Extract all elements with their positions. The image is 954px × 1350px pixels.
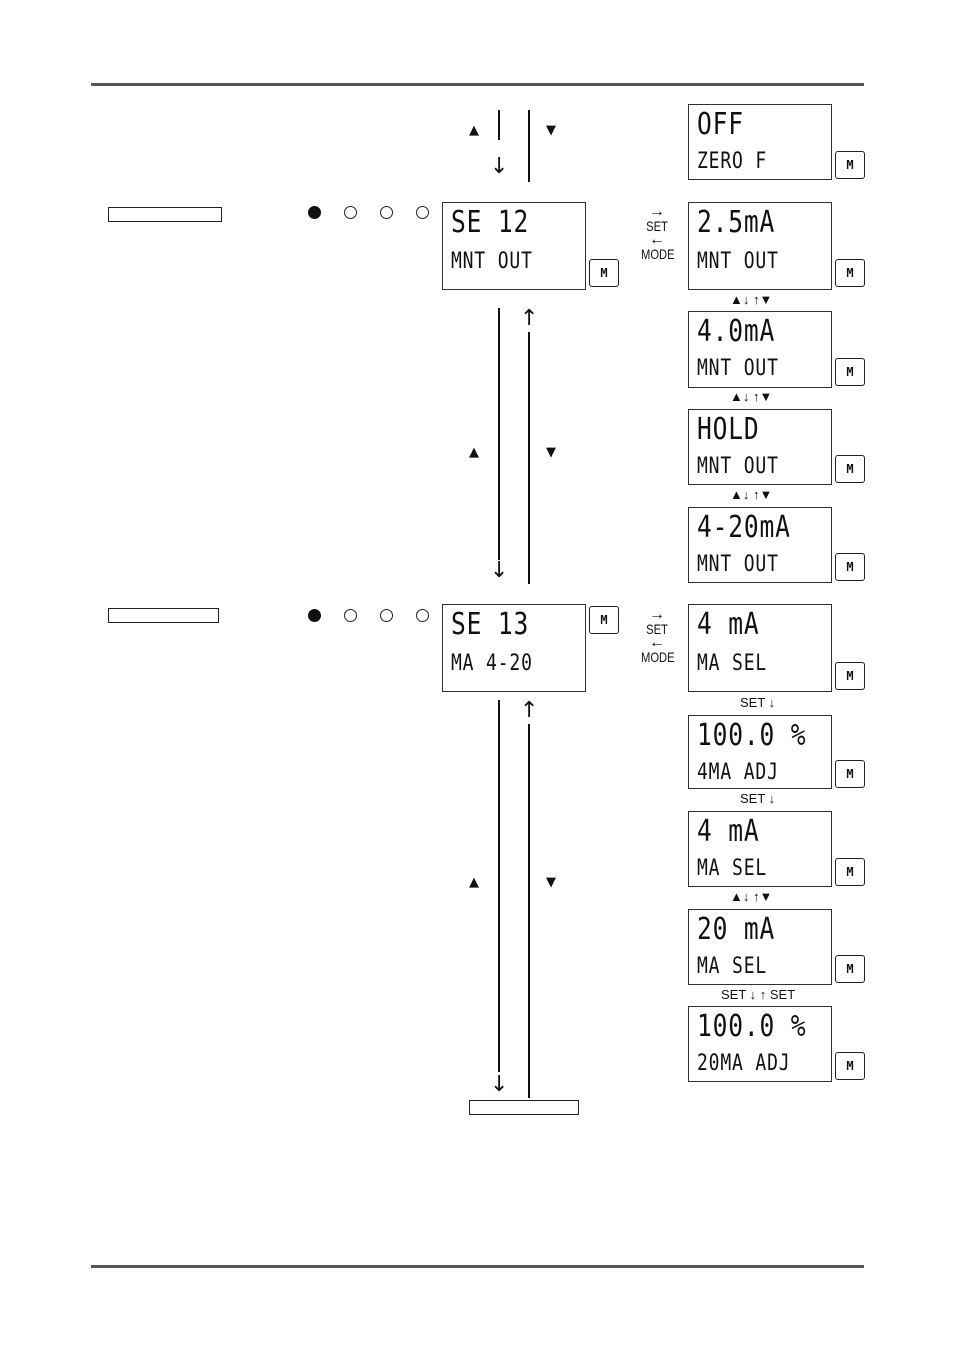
m-button[interactable]: M bbox=[589, 259, 619, 287]
lcd-line1: 4-20mA bbox=[697, 510, 791, 545]
mode-label: MODE bbox=[641, 649, 675, 665]
indicator-dot-empty bbox=[380, 609, 393, 622]
lcd-line1: 100.0 % bbox=[697, 1009, 807, 1044]
lcd-line2: MA SEL bbox=[697, 856, 768, 881]
m-button[interactable]: M bbox=[835, 259, 865, 287]
m-button[interactable]: M bbox=[835, 358, 865, 386]
lcd-line2: ZERO F bbox=[697, 149, 768, 174]
lcd-line2: MNT OUT bbox=[697, 249, 779, 274]
down-arrow: ↓ bbox=[490, 154, 509, 179]
m-button[interactable]: M bbox=[835, 760, 865, 788]
up-arrow: ↑ bbox=[520, 306, 539, 331]
m-button[interactable]: M bbox=[835, 553, 865, 581]
m-button[interactable]: M bbox=[835, 662, 865, 690]
lcd-line1: 20 mA bbox=[697, 912, 776, 947]
lcd-line2: MNT OUT bbox=[697, 356, 779, 381]
set-down-nav: SET ↓ bbox=[740, 695, 776, 710]
lcd-4ma-adj: 100.0 % 4MA ADJ bbox=[688, 715, 832, 789]
triangle-down-icon: ▼ bbox=[546, 445, 556, 460]
triangle-down-icon: ▼ bbox=[546, 875, 556, 890]
bottom-rule bbox=[91, 1265, 864, 1268]
flow-line-right bbox=[528, 332, 530, 584]
triangle-down-icon: ▼ bbox=[546, 123, 556, 138]
lcd-line1: SE 13 bbox=[451, 607, 530, 642]
lcd-line1: HOLD bbox=[697, 412, 760, 447]
m-button[interactable]: M bbox=[589, 606, 619, 634]
lcd-ma-sel-4ma: 4 mA MA SEL bbox=[688, 811, 832, 887]
lcd-ma-sel-20ma: 20 mA MA SEL bbox=[688, 909, 832, 985]
triangle-up-icon: ▲ bbox=[469, 123, 479, 138]
mode-label: MODE bbox=[641, 246, 675, 262]
indicator-dot-empty bbox=[344, 206, 357, 219]
m-button[interactable]: M bbox=[835, 858, 865, 886]
set-label: SET bbox=[646, 621, 668, 637]
lcd-line2: 20MA ADJ bbox=[697, 1051, 791, 1076]
lcd-line1: 4.0mA bbox=[697, 314, 776, 349]
lcd-line1: 4 mA bbox=[697, 814, 760, 849]
indicator-dot-empty bbox=[416, 609, 429, 622]
section-label-box bbox=[108, 207, 222, 222]
up-arrow: ↑ bbox=[520, 698, 539, 723]
down-arrow: ↓ bbox=[490, 1072, 509, 1097]
lcd-20ma-adj: 100.0 % 20MA ADJ bbox=[688, 1006, 832, 1082]
set-updown-nav: SET ↓ ↑ SET bbox=[721, 987, 796, 1002]
lcd-line2: MNT OUT bbox=[697, 454, 779, 479]
lcd-zero-f: OFF ZERO F bbox=[688, 104, 832, 180]
updown-nav: ▲↓ ↑▼ bbox=[730, 292, 773, 307]
updown-nav: ▲↓ ↑▼ bbox=[730, 889, 773, 904]
lcd-ma-sel-4ma: 4 mA MA SEL bbox=[688, 604, 832, 692]
right-arrow: → bbox=[649, 606, 665, 623]
set-label: SET bbox=[646, 218, 668, 234]
lcd-mnt-4-20ma: 4-20mA MNT OUT bbox=[688, 507, 832, 583]
lcd-line2: MA SEL bbox=[697, 954, 768, 979]
next-section-label-box bbox=[469, 1100, 579, 1115]
indicator-dot-filled bbox=[308, 609, 321, 622]
indicator-dot-empty bbox=[344, 609, 357, 622]
set-mode-transition: → SET ← MODE bbox=[637, 203, 677, 262]
lcd-se13: SE 13 MA 4-20 bbox=[442, 604, 586, 692]
left-arrow: ← bbox=[649, 634, 665, 651]
down-arrow: ↓ bbox=[490, 558, 509, 583]
m-button[interactable]: M bbox=[835, 1052, 865, 1080]
flow-line-left bbox=[498, 700, 500, 1072]
top-rule bbox=[91, 83, 864, 86]
triangle-up-icon: ▲ bbox=[469, 445, 479, 460]
indicator-dot-filled bbox=[308, 206, 321, 219]
left-arrow: ← bbox=[649, 231, 665, 248]
lcd-line1: 2.5mA bbox=[697, 205, 776, 240]
lcd-mnt-4-0ma: 4.0mA MNT OUT bbox=[688, 311, 832, 388]
lcd-line2: 4MA ADJ bbox=[697, 760, 779, 785]
indicator-dot-empty bbox=[380, 206, 393, 219]
lcd-line2: MA SEL bbox=[697, 651, 768, 676]
lcd-mnt-hold: HOLD MNT OUT bbox=[688, 409, 832, 485]
m-button[interactable]: M bbox=[835, 455, 865, 483]
updown-nav: ▲↓ ↑▼ bbox=[730, 389, 773, 404]
lcd-line2: MA 4-20 bbox=[451, 651, 533, 676]
lcd-line1: 100.0 % bbox=[697, 718, 807, 753]
flow-line-left bbox=[498, 110, 500, 140]
lcd-line1: OFF bbox=[697, 107, 744, 142]
updown-nav: ▲↓ ↑▼ bbox=[730, 487, 773, 502]
m-button[interactable]: M bbox=[835, 151, 865, 179]
lcd-line2: MNT OUT bbox=[697, 552, 779, 577]
lcd-line1: 4 mA bbox=[697, 607, 760, 642]
m-button[interactable]: M bbox=[835, 955, 865, 983]
flow-line-right bbox=[528, 724, 530, 1098]
lcd-line2: MNT OUT bbox=[451, 249, 533, 274]
flow-line-left bbox=[498, 308, 500, 560]
set-down-nav: SET ↓ bbox=[740, 791, 776, 806]
flow-line-right bbox=[528, 110, 530, 182]
section-label-box bbox=[108, 608, 219, 623]
triangle-up-icon: ▲ bbox=[469, 875, 479, 890]
lcd-se12: SE 12 MNT OUT bbox=[442, 202, 586, 290]
lcd-mnt-2-5ma: 2.5mA MNT OUT bbox=[688, 202, 832, 290]
lcd-line1: SE 12 bbox=[451, 205, 530, 240]
indicator-dot-empty bbox=[416, 206, 429, 219]
right-arrow: → bbox=[649, 203, 665, 220]
set-mode-transition: → SET ← MODE bbox=[637, 606, 677, 665]
